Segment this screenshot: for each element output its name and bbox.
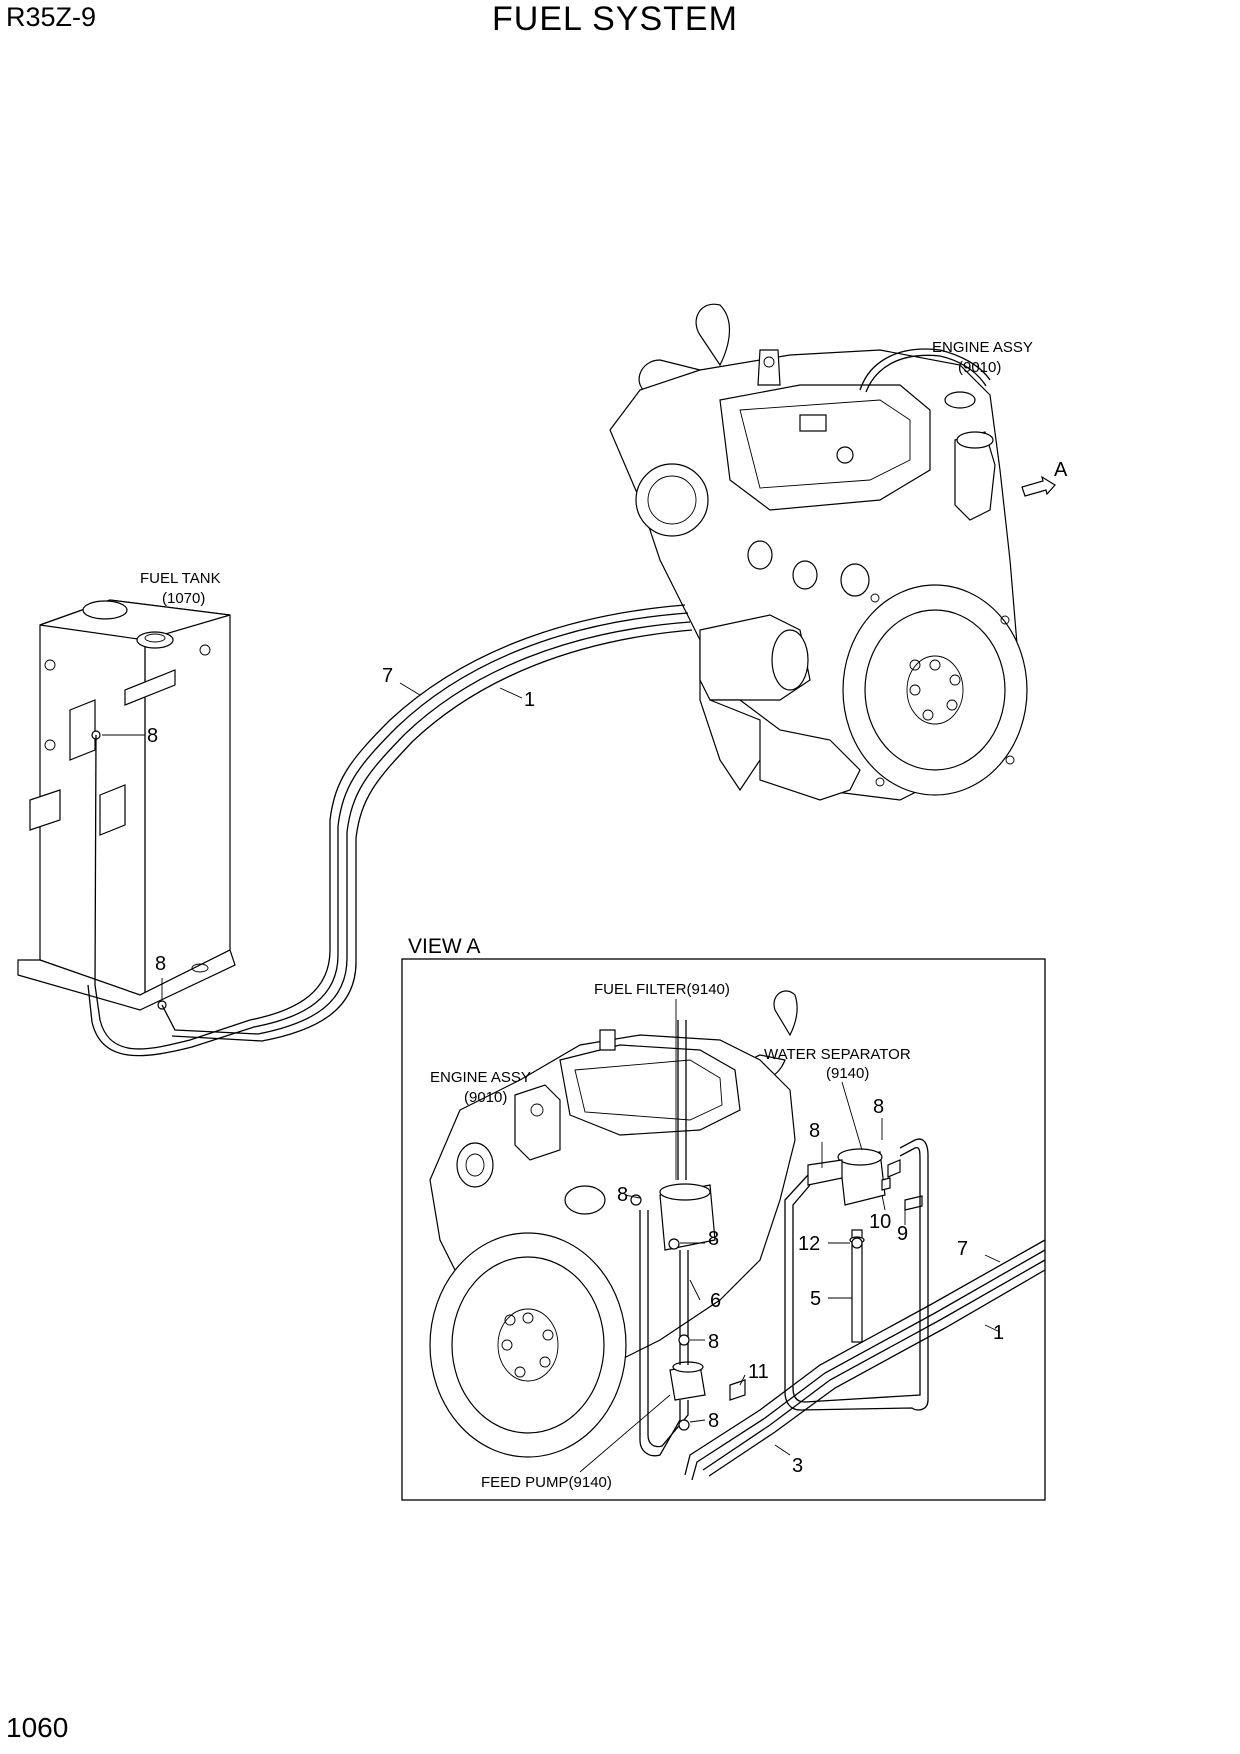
main-fuel-hoses [87, 604, 693, 1057]
engine-assy-code: (9010) [958, 359, 1001, 376]
model-number: R35Z-9 [6, 2, 97, 32]
callout-clip-upper: 8 [147, 725, 158, 747]
engine-assy-label: ENGINE ASSY [932, 339, 1033, 356]
water-separator-code: (9140) [826, 1065, 869, 1082]
callout-7-view-a: 7 [957, 1238, 968, 1260]
callout-12: 12 [798, 1233, 820, 1255]
page-title: FUEL SYSTEM [492, 0, 738, 38]
view-a-engine-assy-code: (9010) [464, 1089, 507, 1106]
view-a-leaders [624, 1118, 1001, 1456]
fuel-filter-label: FUEL FILTER(9140) [594, 981, 730, 998]
view-a-fuel-hoses [639, 1138, 1046, 1481]
view-a-engine-assy-label: ENGINE ASSY [430, 1069, 531, 1086]
leader-feed-pump [579, 1394, 671, 1473]
leader-hose-1 [499, 687, 523, 699]
callout-1-view-a: 1 [993, 1322, 1004, 1344]
callout-8-filter: 8 [708, 1228, 719, 1250]
water-separator-illustration [807, 1148, 923, 1343]
view-a-direction-arrow [1021, 475, 1056, 497]
callout-hose-7: 7 [382, 665, 393, 687]
view-a-frame [401, 958, 1046, 1501]
view-a-arrow-letter: A [1054, 459, 1068, 481]
callout-5: 5 [810, 1288, 821, 1310]
engine-assembly-illustration [609, 303, 1028, 801]
view-a-title: VIEW A [408, 935, 480, 958]
callout-10: 10 [869, 1211, 891, 1233]
fuel-tank-code: (1070) [162, 590, 205, 607]
water-separator-label: WATER SEPARATOR [764, 1046, 911, 1063]
callout-hose-1: 1 [524, 689, 535, 711]
leader-hose-7 [399, 682, 421, 696]
callout-8-ws-left: 8 [809, 1120, 820, 1142]
callout-8-engine: 8 [617, 1184, 628, 1206]
page-number: 1060 [6, 1712, 69, 1743]
callout-8-mid: 8 [708, 1331, 719, 1353]
view-a-engine-illustration [429, 990, 798, 1458]
callout-11: 11 [748, 1361, 769, 1383]
callout-clip-lower: 8 [155, 953, 166, 975]
callout-8-pump: 8 [708, 1410, 719, 1432]
callout-8-ws-right: 8 [873, 1096, 884, 1118]
leader-water-separator [841, 1081, 863, 1151]
fuel-tank-label: FUEL TANK [140, 570, 221, 587]
callout-6: 6 [710, 1290, 721, 1312]
feed-pump-label: FEED PUMP(9140) [481, 1474, 612, 1491]
fuel-tank-illustration [17, 599, 236, 1011]
callout-3: 3 [792, 1455, 803, 1477]
callout-9: 9 [897, 1223, 908, 1245]
